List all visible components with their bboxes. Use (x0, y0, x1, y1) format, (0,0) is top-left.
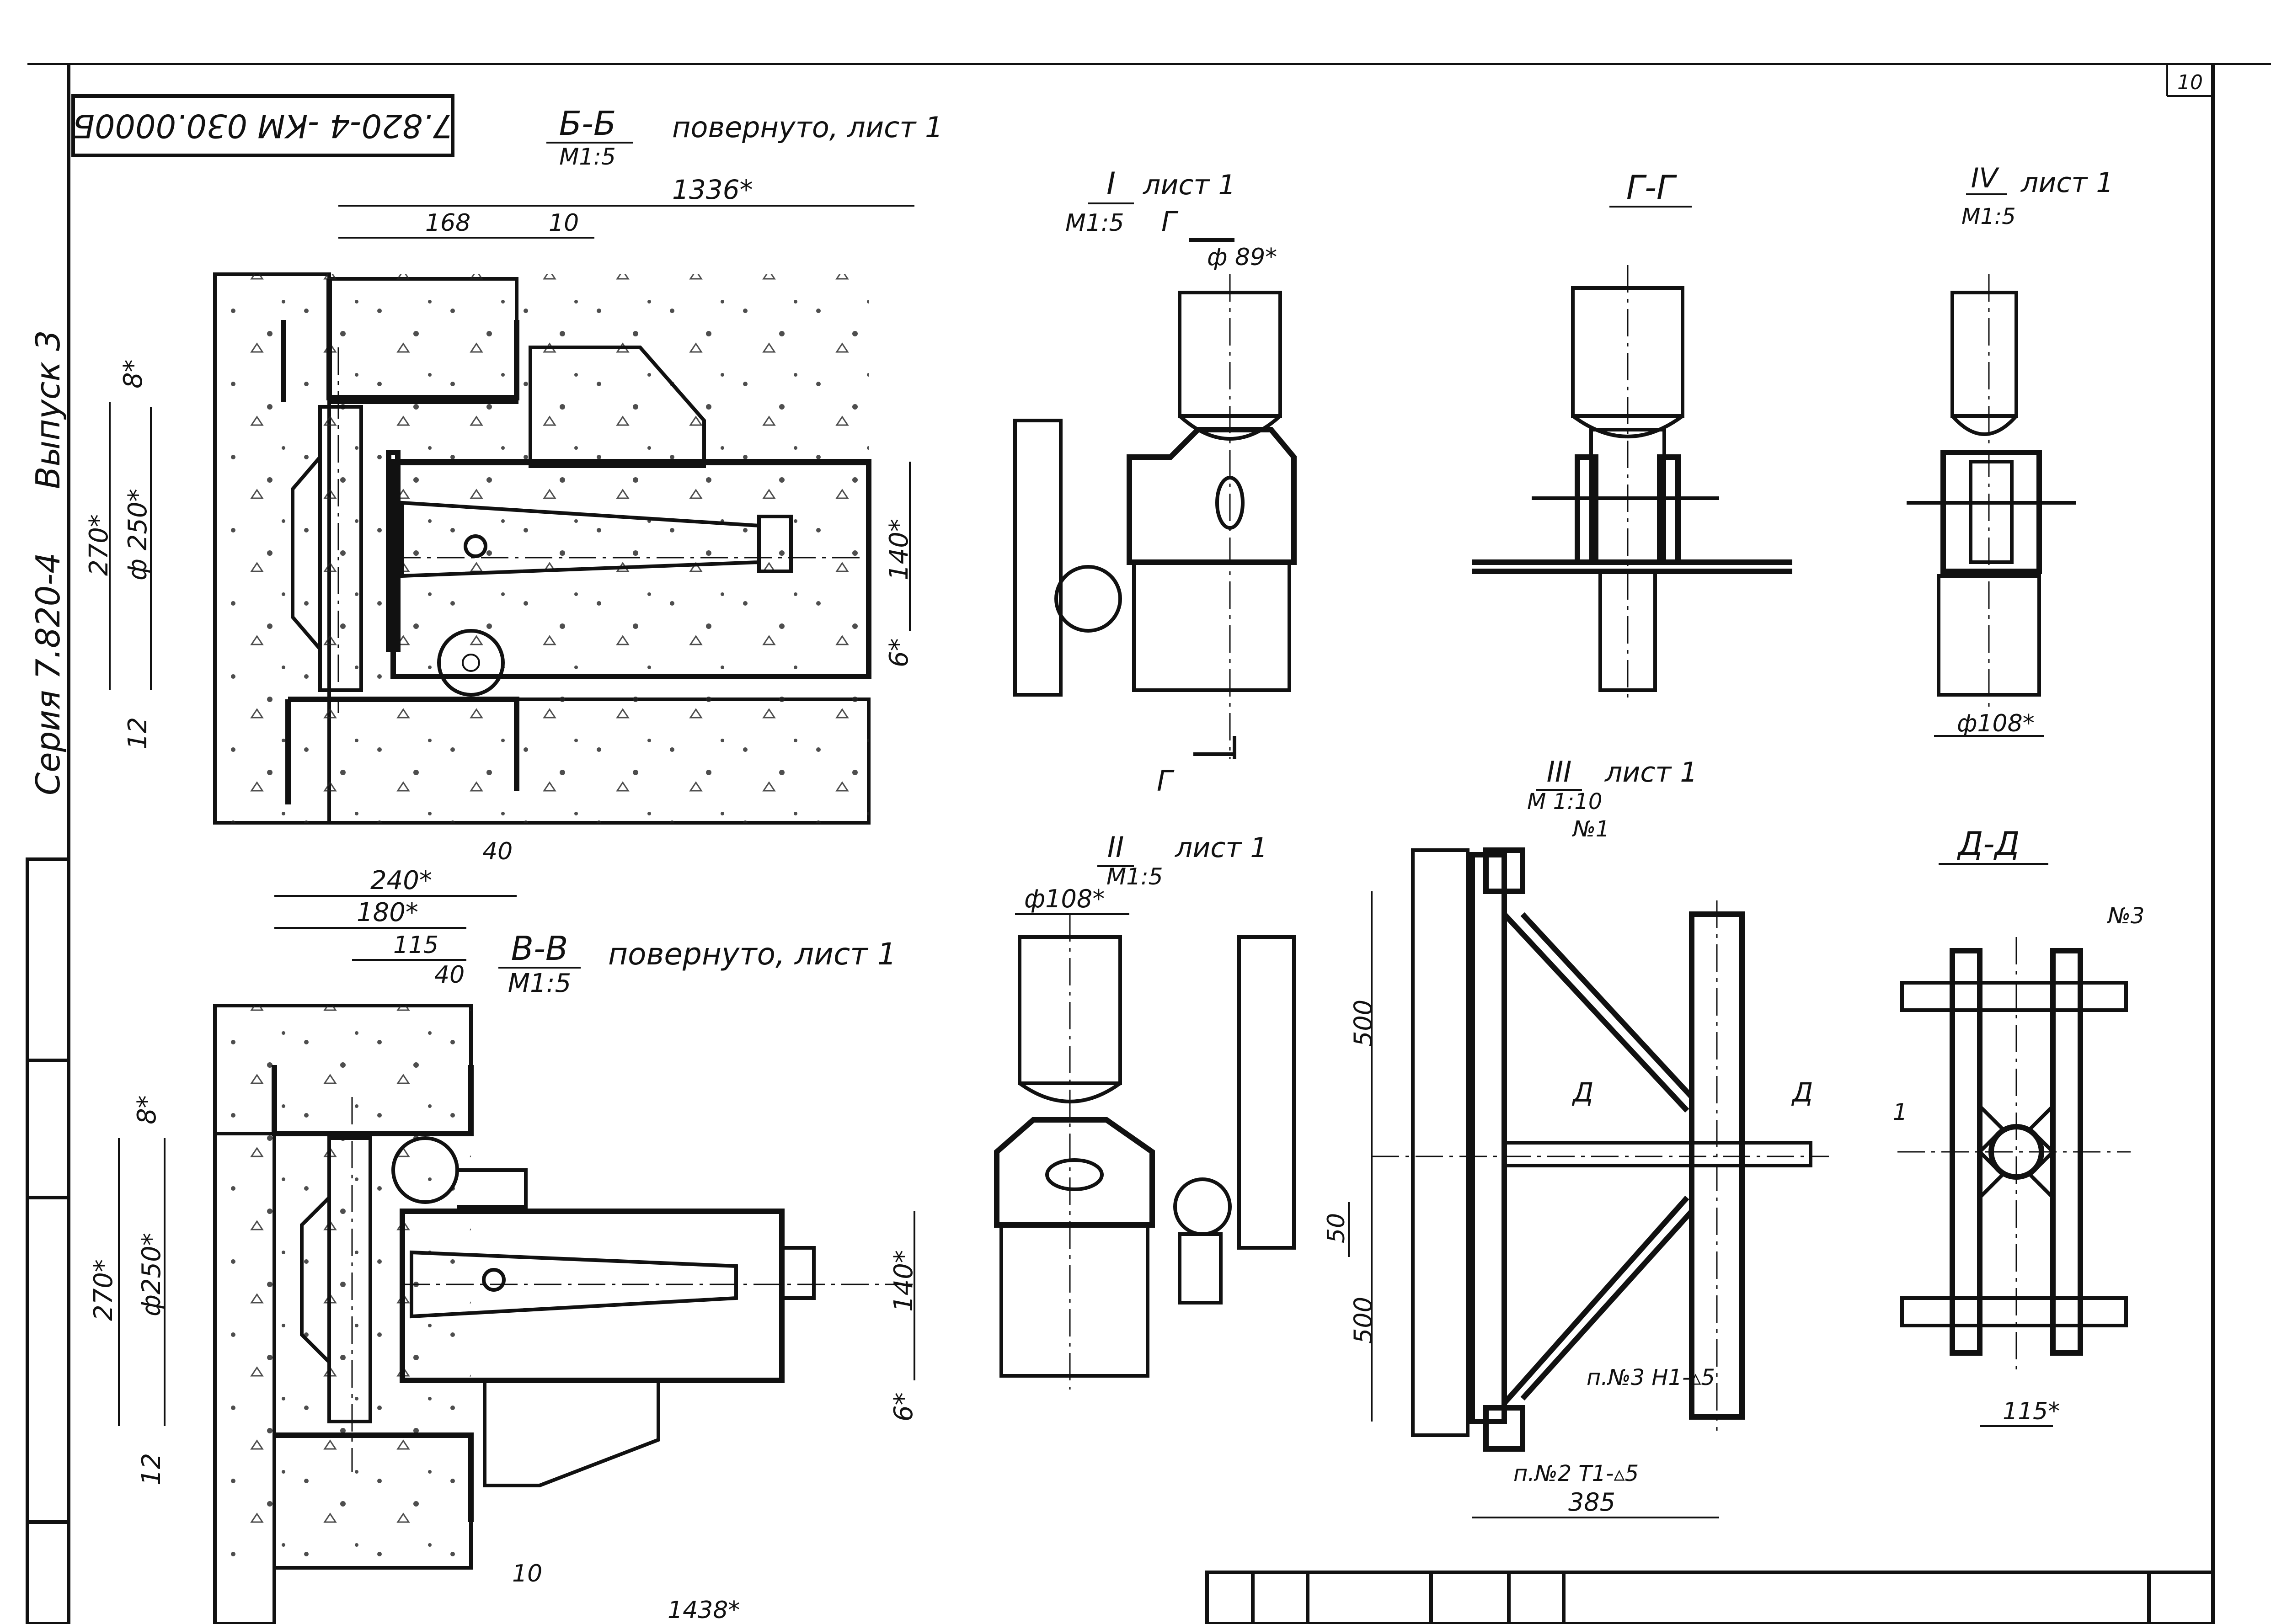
section-dd-n3: №3 (2106, 903, 2144, 929)
dim-bb-1336: 1336* (672, 174, 753, 205)
dim-bb-8: 8* (118, 359, 148, 389)
dim-vv-8: 8* (132, 1095, 162, 1124)
view-ii-title: II (1107, 831, 1124, 864)
view-iii-500-top: 500 (1349, 1000, 1378, 1047)
view-iii-label-n2: п.№2 Т1-▵5 (1513, 1461, 1639, 1486)
view-i-title: I (1106, 166, 1116, 202)
view-iii: III лист 1 М 1:10 №1 Д Д п.№3 Н1-▵5 п.№2… (1349, 755, 1829, 1518)
dim-bb-270: 270* (84, 514, 114, 576)
view-iii-500-bottom: 500 (1349, 1297, 1378, 1344)
view-ii-phi108: ф108* (1024, 884, 1105, 913)
view-i-scale: М1:5 (1065, 209, 1124, 237)
section-gg-title: Г-Г (1626, 168, 1677, 207)
section-bb-scale: М1:5 (559, 144, 616, 170)
section-dd: Д-Д №3 1 115* (1893, 825, 2144, 1427)
dim-vv-180: 180* (357, 898, 418, 927)
dim-bb-240: 240* (370, 866, 432, 895)
view-iv-scale: М1:5 (1961, 204, 2016, 229)
view-iii-title: III (1547, 755, 1572, 788)
view-ii-50: 50 (1323, 1213, 1350, 1243)
section-vv-scale: М1:5 (508, 969, 571, 998)
section-dd-115: 115* (2003, 1398, 2060, 1425)
page-number: 10 (2177, 71, 2203, 94)
dim-bb-140: 140* (884, 519, 914, 580)
view-iii-cut-right: Д (1791, 1077, 1813, 1108)
view-iv-note: лист 1 (2020, 167, 2114, 199)
view-iv: IV лист 1 М1:5 ф108* (1907, 162, 2114, 737)
dim-vv-12: 12 (137, 1453, 166, 1486)
dim-vv-phi250: ф250* (137, 1233, 166, 1316)
view-ii-scale: М1:5 (1106, 863, 1163, 890)
sheet-frame (26, 63, 2271, 1624)
dim-vv-140: 140* (889, 1250, 919, 1312)
view-iii-label-n3: п.№3 Н1-▵5 (1587, 1365, 1715, 1390)
section-bb: Б-Б М1:5 повернуто, лист 1 (84, 104, 943, 897)
dim-vv-270: 270* (89, 1259, 118, 1321)
section-gg: Г-Г (1472, 168, 1792, 699)
dim-bb-40: 40 (482, 838, 513, 865)
dim-vv-10: 10 (512, 1560, 542, 1587)
view-iii-385: 385 (1568, 1488, 1615, 1517)
dim-vv-115: 115 (393, 932, 438, 959)
section-dd-title: Д-Д (1957, 825, 2020, 863)
view-iii-note: лист 1 (1604, 756, 1698, 788)
view-i-cut-top: Г (1161, 206, 1179, 238)
view-i-note: лист 1 (1143, 169, 1236, 201)
view-i-cut-bottom: Г (1157, 764, 1175, 798)
dim-bb-phi250: ф 250* (123, 489, 153, 580)
section-vv-title: В-В (511, 929, 568, 968)
dim-bb-168: 168 (425, 209, 470, 237)
dim-vv-40: 40 (434, 961, 465, 989)
section-bb-note: повернуто, лист 1 (672, 111, 943, 144)
dim-vv-6: 6* (889, 1392, 919, 1422)
dim-vv-1438: 1438* (668, 1597, 740, 1624)
section-vv-note: повернуто, лист 1 (608, 937, 897, 972)
view-ii-note: лист 1 (1175, 832, 1268, 864)
view-iii-cut-left: Д (1571, 1077, 1593, 1108)
section-vv: В-В М1:5 повернуто, лист 1 180* 115 40 8… (89, 898, 919, 1624)
dim-bb-6: 6* (884, 638, 914, 667)
designation-text: 7.820-4 -КМ 030.0000Б (73, 107, 453, 144)
series-text: Серия 7.820-4 (29, 553, 67, 795)
view-ii: II лист 1 М1:5 ф108* 50 (994, 831, 1350, 1390)
view-iii-scale: М 1:10 (1527, 789, 1602, 815)
view-i-phi89: ф 89* (1207, 244, 1277, 271)
view-iv-title: IV (1971, 162, 2000, 194)
view-i: I лист 1 М1:5 Г ф 89* Г (1013, 166, 1297, 798)
dim-bb-10: 10 (549, 209, 579, 237)
section-dd-1: 1 (1893, 1099, 1908, 1125)
view-iii-label-n1: №1 (1571, 816, 1609, 842)
issue-text: Выпуск 3 (29, 330, 67, 489)
designation-stamp: 7.820-4 -КМ 030.0000Б (71, 94, 454, 157)
view-iv-phi108: ф108* (1957, 710, 2035, 737)
section-bb-title: Б-Б (559, 104, 616, 143)
dim-bb-12: 12 (123, 717, 153, 750)
